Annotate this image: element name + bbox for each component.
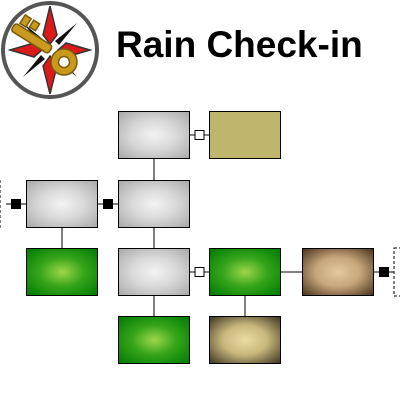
diagram-node-n4[interactable]: [118, 180, 190, 228]
diagram-node-n1[interactable]: [118, 111, 190, 159]
offpage-marker-n3: [11, 199, 21, 209]
connector-marker-n1-n2: [194, 130, 205, 140]
connector-marker-n6-n7: [194, 267, 205, 277]
offpage-node-stub-n8: [393, 247, 400, 297]
diagram-node-n6[interactable]: [118, 248, 190, 296]
diagram-node-n7[interactable]: [209, 248, 281, 296]
connector-marker-n3-n4: [103, 199, 113, 209]
diagram-node-n10[interactable]: [209, 316, 281, 364]
page-title: Rain Check-in: [116, 24, 363, 65]
diagram-node-n5[interactable]: [26, 248, 98, 296]
diagram-node-n3[interactable]: [26, 180, 98, 228]
diagram-node-n9[interactable]: [118, 316, 190, 364]
offpage-marker-n8: [379, 267, 389, 277]
compass-key-logo-icon: [1, 1, 99, 99]
diagram-node-n8[interactable]: [302, 248, 374, 296]
diagram-node-n2[interactable]: [209, 111, 281, 159]
